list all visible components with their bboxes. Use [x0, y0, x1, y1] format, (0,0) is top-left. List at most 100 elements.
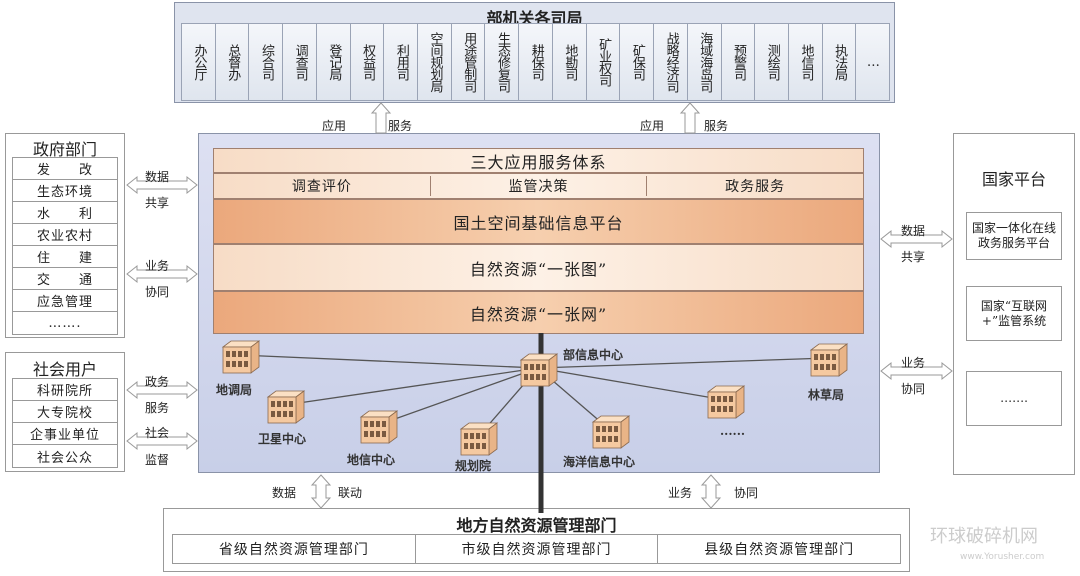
arrow-label: 政务 [145, 375, 170, 389]
arrow-label: 业务 [901, 356, 926, 370]
local-county: 县级自然资源管理部门 [704, 542, 855, 558]
ministry-departments: 办公厅总督办综合司调查司登记局权益司利用司空间规划局用途管制司生态修复司耕保司地… [181, 23, 890, 101]
arrow-icon [700, 474, 722, 509]
node-label: 地调局 [216, 383, 253, 397]
arrow-label: 监督 [145, 453, 170, 467]
arrow-label: 数据 [145, 170, 170, 184]
social-item: 企事业单位 [13, 423, 117, 445]
ministry-box: 部机关各司局 办公厅总督办综合司调查司登记局权益司利用司空间规划局用途管制司生态… [174, 2, 895, 103]
double-arrow-icon [126, 380, 198, 400]
gov-list: 发 改生态环境水 利农业农村住 建交 通应急管理……. [12, 157, 118, 335]
network-link [537, 357, 829, 369]
app-survey: 调查评价 [214, 176, 431, 196]
network-label: 自然资源“一张网” [469, 304, 608, 324]
node-label: 地信中心 [347, 453, 396, 467]
main-platform-box: 三大应用服务体系 调查评价 监管决策 政务服务 国土空间基础信息平台 自然资源“… [198, 133, 880, 473]
local-city: 市级自然资源管理部门 [416, 535, 659, 563]
watermark-url: www.Yorusher.com [960, 552, 1045, 562]
department-cell: 调查司 [283, 24, 317, 100]
apps-title-layer: 三大应用服务体系 [213, 148, 864, 173]
app-supervision: 监管决策 [431, 176, 648, 196]
arrow-label: 业务 [668, 486, 693, 500]
building-icon [459, 422, 499, 456]
network-link [284, 367, 539, 406]
department-cell: 总督办 [215, 24, 250, 100]
app-government: 政务服务 [725, 179, 786, 195]
node-label: 海洋信息中心 [563, 455, 636, 469]
department-cell: 执法局 [822, 24, 857, 100]
double-arrow-icon [880, 361, 953, 381]
department-cell: 测绘司 [755, 24, 789, 100]
building-icon [809, 343, 849, 377]
double-arrow-icon [880, 229, 953, 249]
double-arrow-icon [126, 264, 198, 284]
department-cell: 预警司 [721, 24, 756, 100]
building-icon [359, 410, 399, 444]
social-item: 科研院所 [13, 379, 117, 401]
national-item: 国家一体化在线政务服务平台 [966, 212, 1062, 260]
local-title: 地方自然资源管理部门 [456, 516, 617, 535]
department-cell: 办公厅 [182, 24, 216, 100]
platform-label: 国土空间基础信息平台 [453, 213, 624, 233]
arrow-label: 服务 [145, 401, 170, 415]
department-cell: 权益司 [350, 24, 385, 100]
network-link [239, 354, 539, 369]
department-cell: 矿保司 [620, 24, 655, 100]
gov-item: 生态环境 [13, 180, 117, 202]
arrow-label: 共享 [901, 250, 926, 264]
arrow-icon [679, 102, 701, 134]
social-list: 科研院所大专院校企事业单位社会公众 [12, 378, 118, 468]
node-label: ...... [720, 424, 746, 438]
gov-item: ……. [48, 315, 82, 331]
national-item: ……. [966, 371, 1062, 426]
gov-box: 政府部门 发 改生态环境水 利农业农村住 建交 通应急管理……. [5, 133, 125, 338]
arrow-label: 数据 [272, 486, 297, 500]
building-icon [519, 353, 559, 387]
double-arrow-icon [126, 175, 198, 195]
social-item: 社会公众 [36, 450, 93, 466]
gov-title: 政府部门 [32, 140, 97, 159]
national-box: 国家平台 国家一体化在线政务服务平台 国家“互联网+”监管系统 ……. [953, 133, 1075, 475]
national-item: 国家“互联网+”监管系统 [966, 286, 1062, 341]
gov-item: 发 改 [13, 158, 117, 180]
apps-row: 调查评价 监管决策 政务服务 [213, 173, 864, 199]
platform-layer: 国土空间基础信息平台 [213, 199, 864, 244]
map-label: 自然资源“一张图” [469, 259, 608, 279]
local-box: 地方自然资源管理部门 省级自然资源管理部门 市级自然资源管理部门 县级自然资源管… [163, 508, 910, 572]
national-title: 国家平台 [981, 170, 1046, 189]
arrow-label: 共享 [145, 196, 170, 210]
department-cell: 耕保司 [519, 24, 553, 100]
arrow-icon [370, 102, 392, 134]
department-cell: 战略经济司 [654, 24, 688, 100]
arrow-label: 应用 [640, 119, 665, 133]
node-label-center: 部信息中心 [563, 348, 624, 362]
arrow-label: 应用 [322, 119, 347, 133]
arrow-label: 服务 [704, 119, 729, 133]
arrow-label: 业务 [145, 259, 170, 273]
gov-item: 水 利 [13, 202, 117, 224]
apps-title: 三大应用服务体系 [470, 152, 607, 172]
node-label: 规划院 [455, 459, 492, 473]
arrow-icon [310, 474, 332, 509]
network-link [537, 367, 726, 401]
building-icon [266, 390, 306, 424]
department-cell: … [856, 24, 890, 100]
arrow-label: 服务 [388, 119, 413, 133]
social-box: 社会用户 科研院所大专院校企事业单位社会公众 [5, 352, 125, 472]
department-cell: 空间规划局 [418, 24, 452, 100]
department-cell: 综合司 [249, 24, 284, 100]
local-province: 省级自然资源管理部门 [173, 535, 416, 563]
department-cell: 生态修复司 [485, 24, 520, 100]
network-link [377, 367, 539, 426]
double-arrow-icon [126, 431, 198, 451]
arrow-label: 协同 [734, 486, 759, 500]
building-icon [706, 385, 746, 419]
department-cell: 地信司 [788, 24, 823, 100]
arrow-label: 联动 [338, 486, 363, 500]
gov-item: 住 建 [13, 246, 117, 268]
social-item: 大专院校 [13, 401, 117, 423]
node-label: 卫星中心 [258, 432, 307, 446]
map-layer: 自然资源“一张图” [213, 244, 864, 291]
arrow-label: 数据 [901, 224, 926, 238]
department-cell: 利用司 [384, 24, 419, 100]
